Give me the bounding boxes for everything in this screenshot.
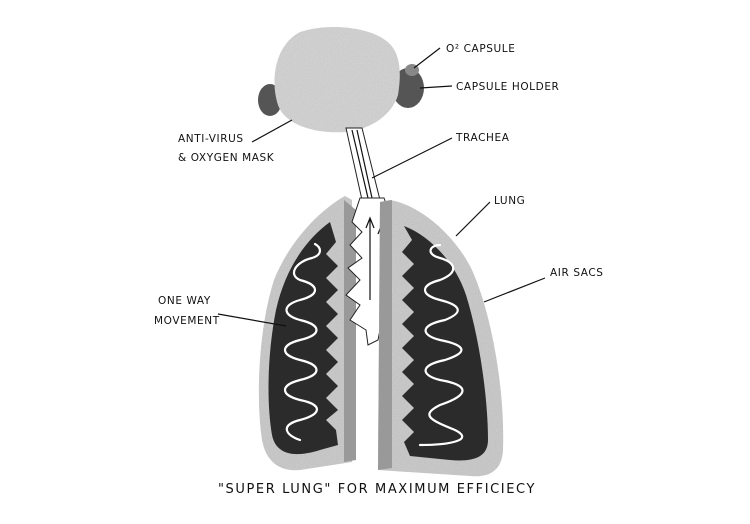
trachea	[345, 127, 381, 201]
label-movement-line2: MOVEMENT	[154, 315, 220, 327]
label-mask-line2: & OXYGEN MASK	[178, 152, 275, 164]
leader-mask	[251, 119, 293, 143]
label-o2-capsule: O² CAPSULE	[446, 43, 516, 55]
leader-capsule-holder	[419, 85, 453, 89]
label-trachea: TRACHEA	[455, 132, 510, 144]
label-movement-line1: ONE WAY	[158, 295, 211, 307]
label-lung: LUNG	[494, 195, 525, 207]
leader-o2-capsule	[413, 47, 441, 69]
label-air-sacs: AIR SACS	[550, 267, 604, 279]
label-capsule-holder: CAPSULE HOLDER	[456, 81, 559, 93]
diagram-caption: "SUPER LUNG" FOR MAXIMUM EFFICIECY	[218, 482, 536, 497]
oxygen-mask	[274, 26, 400, 133]
leader-trachea	[371, 137, 453, 179]
label-mask-line1: ANTI-VIRUS	[178, 133, 244, 145]
right-air-sacs	[402, 226, 488, 461]
leader-movement	[217, 313, 287, 327]
leader-lung	[455, 201, 491, 237]
leader-air-sacs	[483, 277, 546, 303]
right-lung	[378, 200, 504, 477]
left-lung	[258, 196, 356, 471]
